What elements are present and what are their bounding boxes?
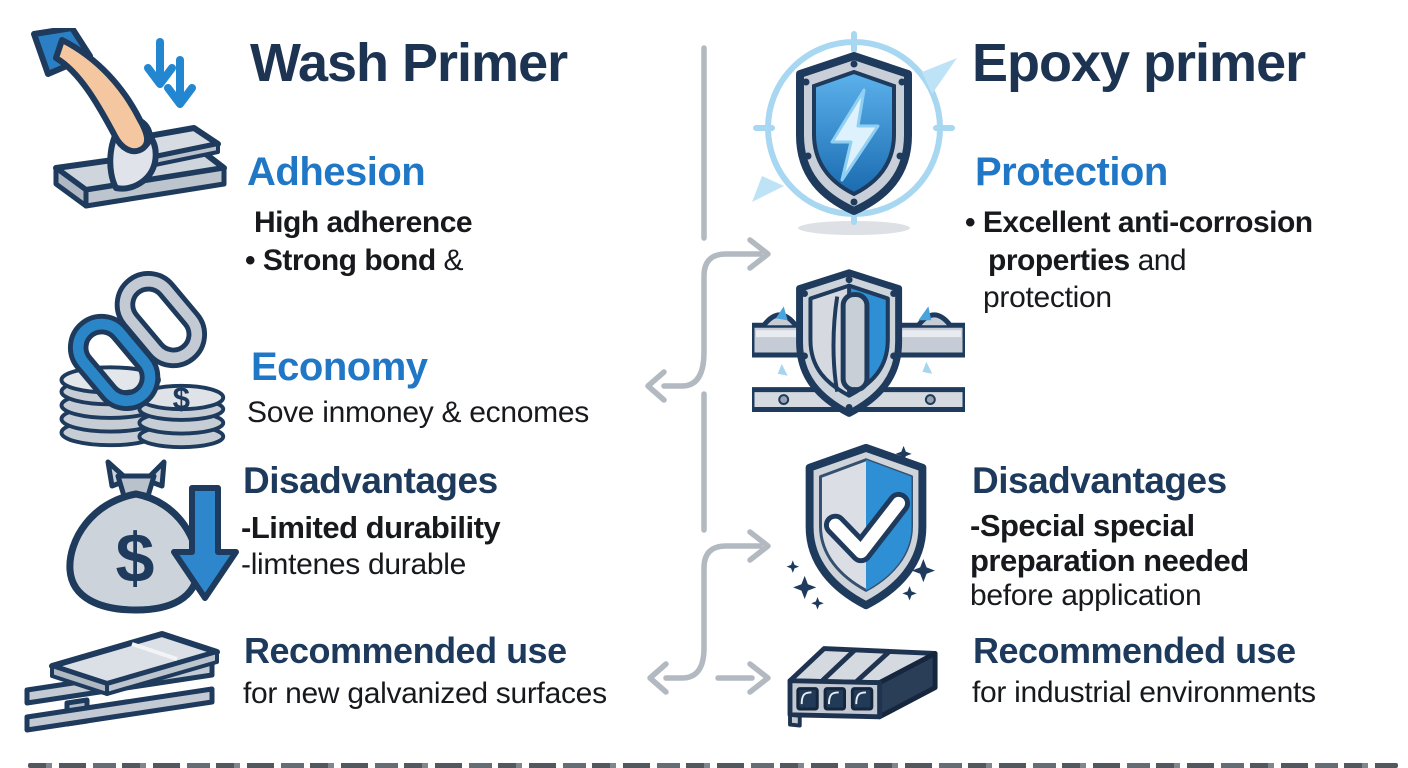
right-disadvantages-line2: preparation needed <box>970 543 1249 578</box>
shield-lightning-reticle-icon <box>752 31 957 235</box>
coin-dollar-sign: $ <box>173 381 190 416</box>
left-disadvantages-heading: Disadvantages <box>243 460 498 501</box>
bullet: • <box>965 206 976 239</box>
left-recommended-heading: Recommended use <box>244 630 567 671</box>
protection-line3: protection <box>983 281 1112 314</box>
right-disadvantages-line3: before application <box>970 579 1202 612</box>
protection-line2: properties and <box>988 244 1187 277</box>
sparkles <box>786 445 935 610</box>
adhesion-line1: High adherence <box>254 206 473 239</box>
chain-links-and-coins-icon: $ <box>59 270 226 450</box>
steel-plates-beam-icon <box>24 631 220 733</box>
money-bag-down-arrow-icon: $ <box>66 459 239 614</box>
right-recommended-heading: Recommended use <box>973 630 1296 671</box>
adhesion-heading: Adhesion <box>247 150 426 194</box>
right-disadvantages-heading: Disadvantages <box>972 460 1227 501</box>
hollow-steel-beam-icon <box>787 646 938 728</box>
shield-pipe-icon <box>752 269 965 417</box>
protection-heading: Protection <box>975 150 1168 194</box>
right-recommended-line1: for industrial environments <box>972 676 1316 709</box>
left-recommended-line1: for new galvanized surfaces <box>243 677 607 710</box>
left-disadvantages-line1: -Limited durability <box>241 510 501 545</box>
bullet: • <box>245 244 256 277</box>
hand-applying-metal-sheets-icon <box>31 28 227 209</box>
cropped-text-strip <box>28 763 1398 768</box>
left-column-title: Wash Primer <box>250 33 568 93</box>
divider-line-with-branch-arrows <box>645 45 771 695</box>
adhesion-line2: • Strong bond & <box>245 244 464 277</box>
economy-line1: Sove inmoney & ecnomes <box>247 396 589 429</box>
bag-dollar-sign: $ <box>116 519 155 597</box>
economy-heading: Economy <box>251 345 428 389</box>
right-disadvantages-line1: -Special special <box>970 508 1195 543</box>
protection-line1: • Excellent anti-corrosion <box>965 206 1313 239</box>
left-disadvantages-line2: -limtenes durable <box>241 548 467 581</box>
shield-checkmark-icon <box>786 443 935 610</box>
right-column-title: Epoxy primer <box>972 33 1306 93</box>
